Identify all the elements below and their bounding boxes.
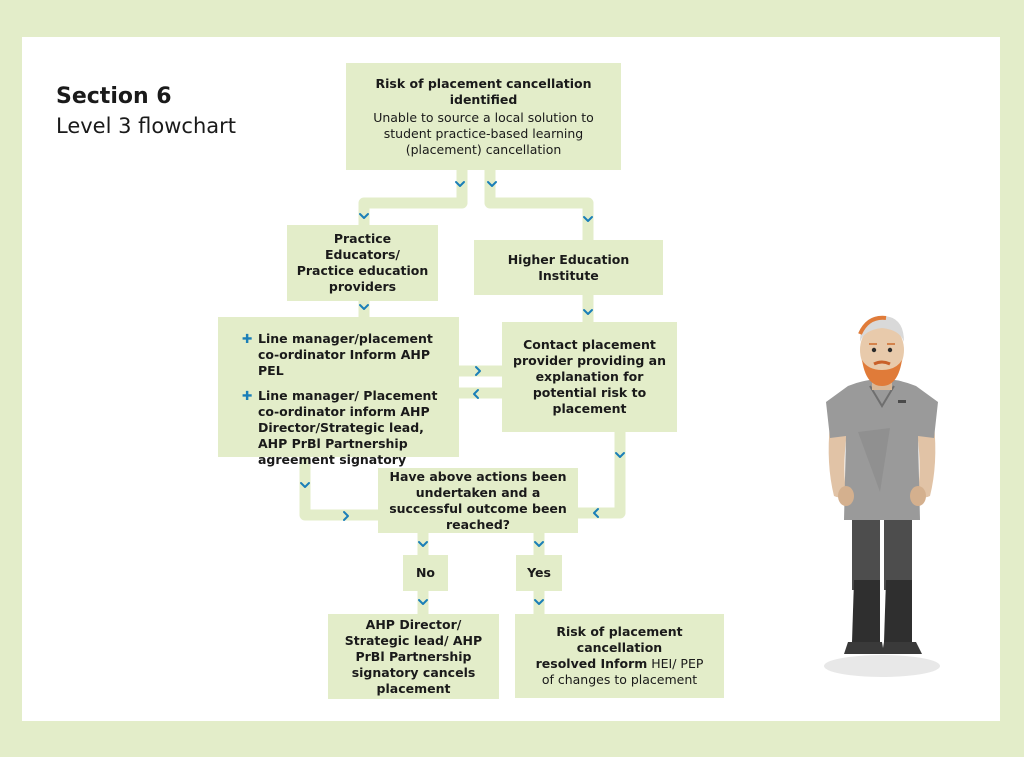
arrow-right-icon <box>343 511 349 521</box>
action-item: ✚ Line manager/placement co-ordinator In… <box>242 331 449 379</box>
connector-start-left <box>358 170 468 225</box>
contact-provider-label: Contact placement provider providing an … <box>513 337 666 416</box>
arrow-down-icon <box>418 541 428 547</box>
arrow-down-icon <box>418 599 428 605</box>
hei-label: Higher Education Institute <box>507 251 630 283</box>
yes-label: Yes <box>527 565 551 580</box>
section-title: Section 6 <box>56 84 172 109</box>
decision-question: Have above actions been undertaken and a… <box>389 468 567 532</box>
practice-educators-label: Practice Educators/ Practice education p… <box>296 231 429 294</box>
connector-start-right <box>484 170 594 240</box>
outcome-resolved-bold: resolved Inform <box>535 656 648 671</box>
outcome-resolved-rest: HEI/ PEP <box>647 656 704 671</box>
arrow-down-icon <box>583 216 593 222</box>
arrow-left-icon <box>473 389 479 399</box>
actions-box: ✚ Line manager/placement co-ordinator In… <box>218 317 459 467</box>
arrow-right-icon <box>475 366 481 376</box>
hei-box: Higher Education Institute <box>474 240 663 295</box>
arrow-down-icon <box>300 482 310 488</box>
practice-educators-box: Practice Educators/ Practice education p… <box>287 225 438 301</box>
contact-provider-box: Contact placement provider providing an … <box>502 322 677 432</box>
start-box-title: Risk of placement cancellation identifie… <box>375 75 592 107</box>
no-label: No <box>415 565 436 580</box>
no-box: No <box>403 555 448 591</box>
plus-icon: ✚ <box>242 388 253 403</box>
clinician-illustration <box>824 315 940 677</box>
outcome-resolved-box: Risk of placement cancellation resolved … <box>515 614 724 698</box>
connector-contact-to-question <box>578 432 626 519</box>
outcome-resolved-line1: Risk of placement cancellation <box>556 624 683 655</box>
start-box-body: Unable to source a local solution to stu… <box>373 109 594 157</box>
action-item: ✚ Line manager/ Placement co-ordinator i… <box>242 388 449 468</box>
arrow-down-icon <box>615 452 625 458</box>
arrow-down-icon <box>534 541 544 547</box>
decision-box: Have above actions been undertaken and a… <box>378 468 578 533</box>
outcome-cancel-label: AHP Director/ Strategic lead/ AHP PrBl P… <box>344 616 483 696</box>
arrow-down-icon <box>455 181 465 187</box>
yes-box: Yes <box>516 555 562 591</box>
arrow-down-icon <box>359 304 369 310</box>
flowchart-title: Level 3 flowchart <box>56 114 236 138</box>
arrow-down-icon <box>487 181 497 187</box>
arrow-down-icon <box>534 599 544 605</box>
action-item-label: Line manager/ Placement co-ordinator inf… <box>258 388 438 467</box>
arrow-left-icon <box>593 508 599 518</box>
connector-actions-to-question <box>299 457 378 521</box>
arrow-down-icon <box>359 213 369 219</box>
outcome-resolved-line2: resolved Inform HEI/ PEP <box>536 656 704 672</box>
start-box: Risk of placement cancellation identifie… <box>346 63 621 170</box>
outcome-resolved-line3: of changes to placement <box>541 672 698 687</box>
arrow-down-icon <box>583 309 593 315</box>
action-item-label: Line manager/placement co-ordinator Info… <box>258 331 433 378</box>
outcome-cancel-box: AHP Director/ Strategic lead/ AHP PrBl P… <box>328 614 499 699</box>
plus-icon: ✚ <box>242 331 253 346</box>
